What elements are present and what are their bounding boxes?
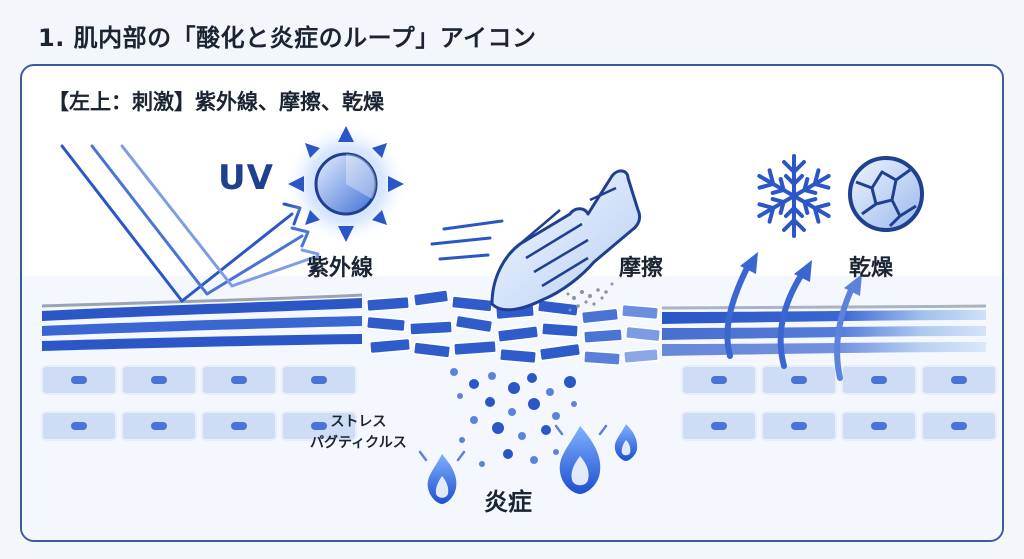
stress-particle bbox=[546, 388, 554, 396]
skin-scene bbox=[22, 122, 1002, 540]
cell-nucleus bbox=[231, 376, 247, 384]
broken-barrier-bricks bbox=[365, 289, 662, 366]
stress-particle bbox=[528, 398, 540, 410]
cell-nucleus bbox=[791, 422, 807, 430]
stress-particle bbox=[508, 382, 520, 394]
stress-particle bbox=[571, 401, 577, 407]
stress-particles-label-line2: パグティクルス bbox=[310, 435, 407, 451]
cell-nucleus bbox=[791, 376, 807, 384]
skin-barrier-band bbox=[41, 293, 987, 356]
stress-particle bbox=[503, 449, 513, 459]
cracked-ball-icon bbox=[848, 156, 924, 232]
panel-heading: 【左上：刺激】紫外線、摩擦、乾燥 bbox=[48, 90, 384, 114]
page-title: 1. 肌内部の「酸化と炎症のループ」アイコン bbox=[38, 24, 537, 52]
cell-nucleus bbox=[311, 376, 327, 384]
stress-particle bbox=[553, 449, 559, 455]
stress-particle bbox=[527, 373, 537, 383]
stress-particle bbox=[470, 416, 478, 424]
friction-dust bbox=[566, 282, 614, 312]
stress-particle bbox=[469, 379, 479, 389]
inflammation-label: 炎症 bbox=[484, 488, 532, 516]
stress-particle bbox=[564, 376, 576, 388]
stress-particle bbox=[508, 408, 516, 416]
stress-particle bbox=[488, 372, 496, 380]
cell-layer bbox=[41, 365, 997, 441]
stress-particles-label: ストレス パグティクルス bbox=[310, 412, 407, 454]
cell-nucleus bbox=[311, 422, 327, 430]
hand-icon bbox=[490, 169, 642, 312]
stress-particle bbox=[479, 461, 485, 467]
cell-nucleus bbox=[71, 376, 87, 384]
stress-particle bbox=[552, 412, 560, 420]
stress-particle bbox=[530, 456, 538, 464]
cell-nucleus bbox=[71, 422, 87, 430]
cell-nucleus bbox=[871, 376, 887, 384]
evaporation-arrow-icon bbox=[724, 252, 862, 381]
stress-particle bbox=[492, 422, 504, 434]
friction-label: 摩擦 bbox=[619, 256, 664, 281]
stress-particle bbox=[485, 397, 495, 407]
stress-particle bbox=[518, 432, 526, 440]
cell-nucleus bbox=[951, 422, 967, 430]
cell-nucleus bbox=[231, 422, 247, 430]
stress-particle bbox=[541, 425, 551, 435]
stress-particle bbox=[450, 368, 458, 376]
illustration-panel: 【左上：刺激】紫外線、摩擦、乾燥 UV 紫外線 摩擦 乾燥 ストレス パグティク… bbox=[20, 64, 1004, 542]
stress-particle bbox=[459, 437, 465, 443]
flame-icon bbox=[418, 424, 638, 504]
uv-label: 紫外線 bbox=[307, 256, 374, 281]
stress-particle bbox=[457, 393, 463, 399]
cell-nucleus bbox=[711, 376, 727, 384]
cell-nucleus bbox=[871, 422, 887, 430]
uv-text-label: UV bbox=[218, 158, 274, 198]
stress-particles-label-line1: ストレス bbox=[330, 414, 387, 430]
stress-particles bbox=[450, 368, 577, 467]
cell-nucleus bbox=[711, 422, 727, 430]
uv-ray-arrows-icon bbox=[60, 144, 320, 303]
motion-lines bbox=[430, 219, 504, 261]
dryness-label: 乾燥 bbox=[849, 256, 894, 281]
cell-nucleus bbox=[151, 376, 167, 384]
sun-icon bbox=[284, 122, 408, 246]
cell-nucleus bbox=[951, 376, 967, 384]
cell-nucleus bbox=[151, 422, 167, 430]
snowflake-icon bbox=[757, 154, 831, 238]
